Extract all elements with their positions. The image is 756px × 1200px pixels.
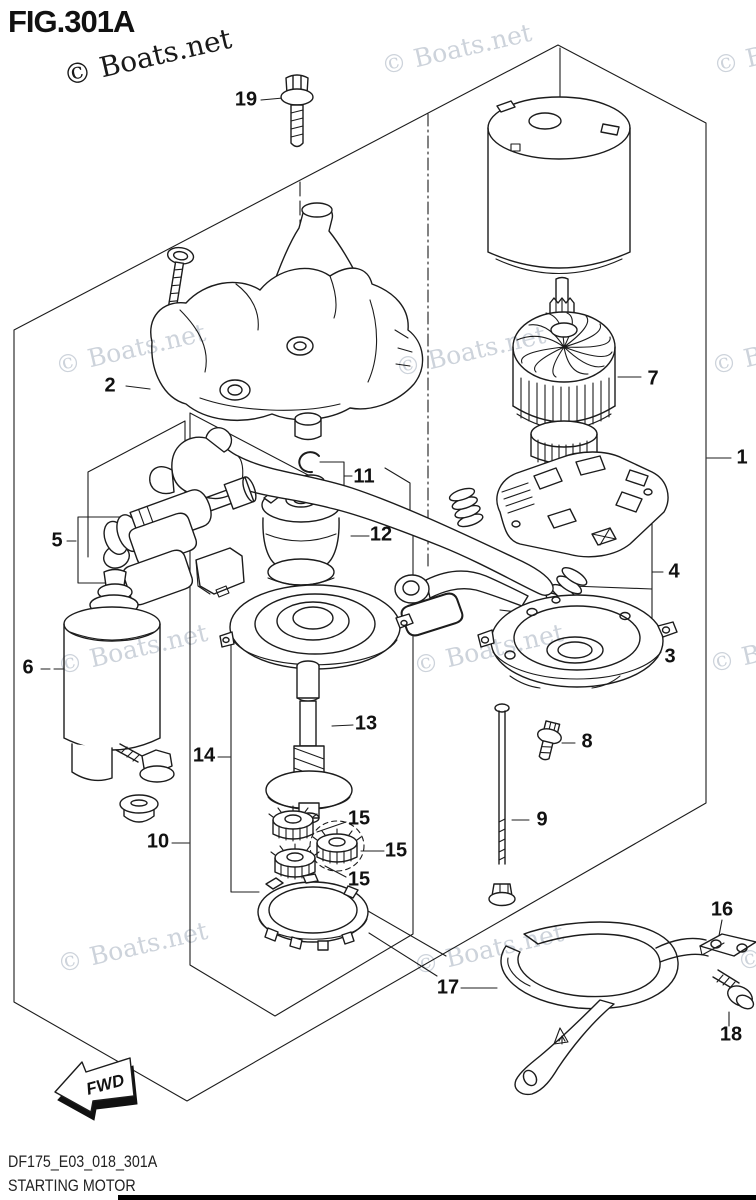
- bottom-bar: [118, 1195, 756, 1200]
- fwd-direction-arrow: FWD: [55, 1058, 137, 1120]
- figure-title: FIG.301A: [8, 4, 135, 39]
- gear-case-ring: [258, 874, 368, 950]
- part-13-drive-shaft: [266, 661, 352, 823]
- part-15-idle-gear: [269, 806, 317, 841]
- part-7-armature: [513, 278, 615, 483]
- part-3-end-cover: [478, 595, 677, 688]
- part-5-rubber-mounts: [123, 513, 244, 605]
- part-8-bolt-icon: [532, 720, 564, 763]
- part-16-bracket: [700, 934, 756, 956]
- part-15-idle-gear: [313, 829, 361, 864]
- part-9-through-bolt: [489, 704, 515, 906]
- bearing-cover: [220, 585, 413, 669]
- part-4-brush-holder: [497, 452, 668, 557]
- part-2-pinion-case: [151, 203, 423, 440]
- diagram-title: STARTING MOTOR: [8, 1176, 136, 1195]
- part-15-idle-gear: [271, 844, 319, 879]
- part-19-flange-bolt-icon: [281, 75, 313, 147]
- lead-wire-terminal: [395, 571, 528, 635]
- brush-spring-icon: [448, 486, 484, 529]
- part-18-bolt-icon: [713, 970, 756, 1012]
- part-6-magnetic-switch: [64, 570, 174, 823]
- diagram-code: DF175_E03_018_301A: [8, 1152, 158, 1171]
- part-17-clamp-band: [501, 922, 708, 1094]
- housing-screw-icon: [158, 246, 194, 318]
- motor-yoke-housing: [488, 97, 630, 274]
